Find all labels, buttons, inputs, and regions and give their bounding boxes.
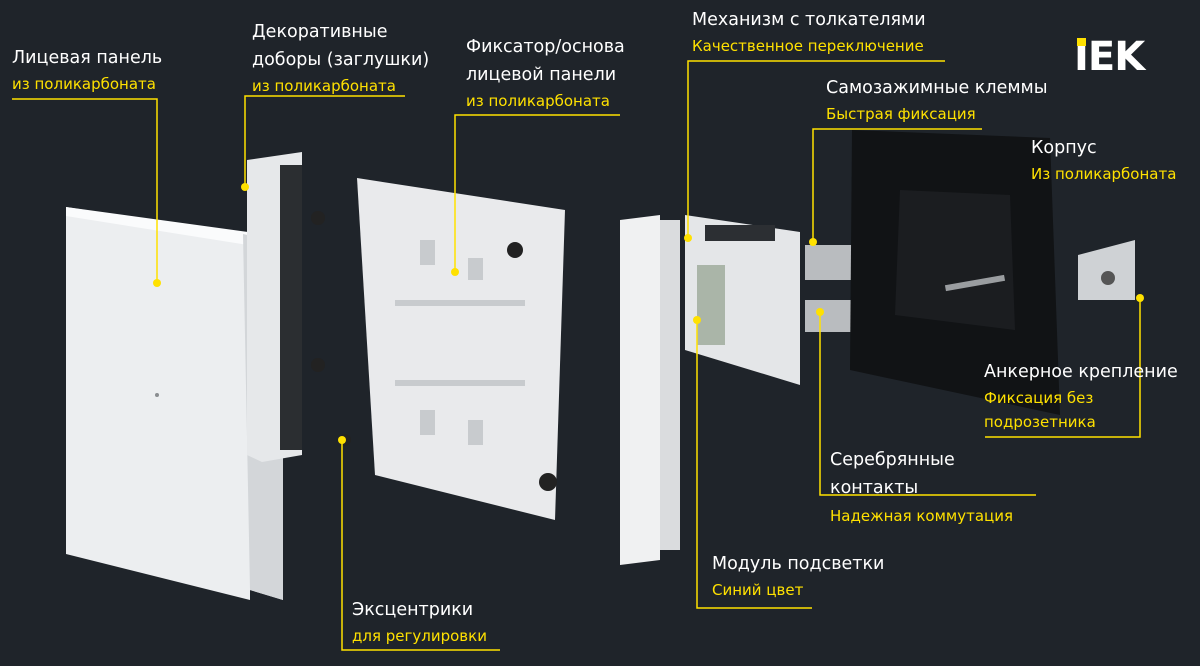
callout-title: доборы (заглушки) <box>252 50 430 70</box>
callout-subtitle: Быстрая фиксация <box>826 105 976 123</box>
callout-title: Механизм с толкателями <box>692 10 926 30</box>
callout-subtitle: Из поликарбоната <box>1031 165 1177 183</box>
callout-title: Эксцентрики <box>352 600 474 620</box>
callout-title: Декоративные <box>252 22 388 42</box>
callout-dots <box>153 183 1144 444</box>
callout-backlight: Модуль подсветки Синий цвет <box>712 550 884 602</box>
callout-title: контакты <box>830 478 919 498</box>
callout-title: Корпус <box>1031 138 1097 158</box>
callout-title: Самозажимные клеммы <box>826 78 1048 98</box>
anchor-part <box>1078 240 1135 300</box>
callout-title: Серебрянные <box>830 450 955 470</box>
callout-title: Лицевая панель <box>12 48 163 68</box>
fixator-part <box>339 178 565 520</box>
leader-lines <box>12 60 1141 651</box>
callout-title: Анкерное крепление <box>984 362 1178 382</box>
callout-subtitle: подрозетника <box>984 413 1096 431</box>
callout-subtitle: Качественное переключение <box>692 37 924 55</box>
housing-part <box>850 130 1060 415</box>
iek-logo: IEK <box>1074 34 1145 80</box>
callout-decor: Декоративные доборы (заглушки) из полика… <box>252 18 429 98</box>
callout-subtitle: из поликарбоната <box>252 77 396 95</box>
callout-clamps: Самозажимные клеммы Быстрая фиксация <box>826 74 1048 126</box>
decorative-fillers-part <box>247 152 325 462</box>
callout-housing: Корпус Из поликарбоната <box>1031 134 1176 186</box>
callout-contacts: Серебрянные контакты Надежная коммутация <box>830 446 1013 528</box>
callout-subtitle: из поликарбоната <box>12 75 156 93</box>
callout-title: Фиксатор/основа <box>466 37 625 57</box>
callout-title: лицевой панели <box>466 65 617 85</box>
callout-subtitle: из поликарбоната <box>466 92 610 110</box>
callout-subtitle: Надежная коммутация <box>830 507 1014 525</box>
callout-subtitle: для регулировки <box>352 627 487 645</box>
callout-mechanism: Механизм с толкателями Качественное пере… <box>692 6 926 58</box>
callout-title: Модуль подсветки <box>712 554 885 574</box>
callout-eccentrics: Эксцентрики для регулировки <box>352 596 487 648</box>
mechanism-part <box>620 215 800 565</box>
callout-anchor: Анкерное крепление Фиксация без подрозет… <box>984 358 1178 434</box>
callout-face-panel: Лицевая панель из поликарбоната <box>12 44 162 96</box>
callout-fixator: Фиксатор/основа лицевой панели из полика… <box>466 33 625 113</box>
callout-subtitle: Фиксация без <box>984 389 1094 407</box>
callout-subtitle: Синий цвет <box>712 581 804 599</box>
